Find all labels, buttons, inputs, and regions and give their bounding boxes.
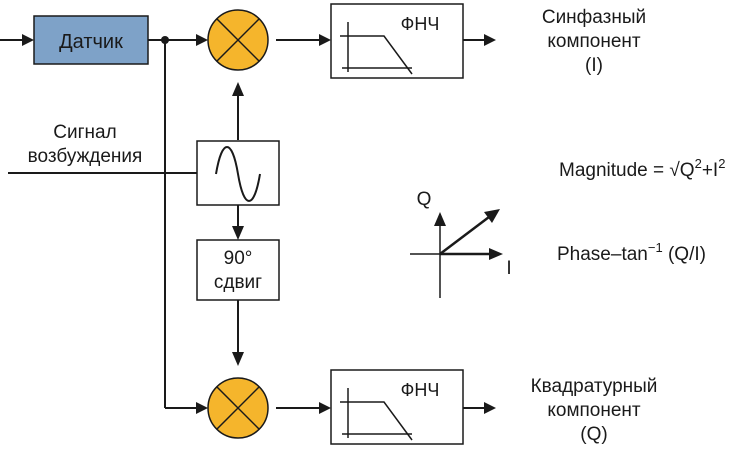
sine-wave-icon — [215, 146, 261, 202]
circle-x-icon — [207, 9, 269, 71]
excitation-line1: Сигнал — [53, 122, 116, 143]
excitation-label: Сигнал возбуждения — [28, 122, 143, 167]
phase-formula: Phase–tan−1 (Q/I) — [557, 240, 706, 265]
lowpass-filter-response-icon — [340, 388, 413, 441]
arrowheads — [22, 34, 496, 414]
sensor-label: Датчик — [59, 31, 123, 53]
output-i-line3: (I) — [585, 55, 603, 76]
shift-degrees-label: 90° — [224, 248, 253, 269]
circle-x-icon — [207, 377, 269, 439]
lpf-top-label: ФНЧ — [401, 14, 440, 34]
output-q-line3: (Q) — [580, 424, 607, 445]
shift-word-label: сдвиг — [214, 272, 262, 293]
sensor-block: Датчик — [33, 15, 149, 65]
lpf-bottom-label: ФНЧ — [401, 380, 440, 400]
mixer-bottom — [207, 377, 269, 439]
output-quadrature-label: Квадратурный компонент (Q) — [531, 376, 658, 445]
signal-wires — [0, 36, 484, 409]
phase-shift-block: 90° сдвиг — [196, 239, 280, 301]
vector-i-label: I — [506, 258, 511, 279]
magnitude-formula: Magnitude = √Q2+I2 — [559, 156, 725, 181]
output-i-line1: Синфазный — [542, 7, 646, 28]
excitation-line2: возбуждения — [28, 146, 143, 167]
output-i-line2: компонент — [547, 31, 641, 52]
oscillator-block — [196, 140, 280, 206]
output-q-line2: компонент — [547, 400, 641, 421]
mixer-top — [207, 9, 269, 71]
lowpass-filter-top: ФНЧ — [330, 3, 464, 79]
lowpass-filter-bottom: ФНЧ — [330, 369, 464, 445]
output-in-phase-label: Синфазный компонент (I) — [542, 7, 646, 76]
iq-vector-diagram: Q I — [410, 189, 512, 298]
output-q-line1: Квадратурный — [531, 376, 658, 397]
lowpass-filter-response-icon — [340, 22, 413, 75]
vector-q-label: Q — [417, 189, 432, 210]
